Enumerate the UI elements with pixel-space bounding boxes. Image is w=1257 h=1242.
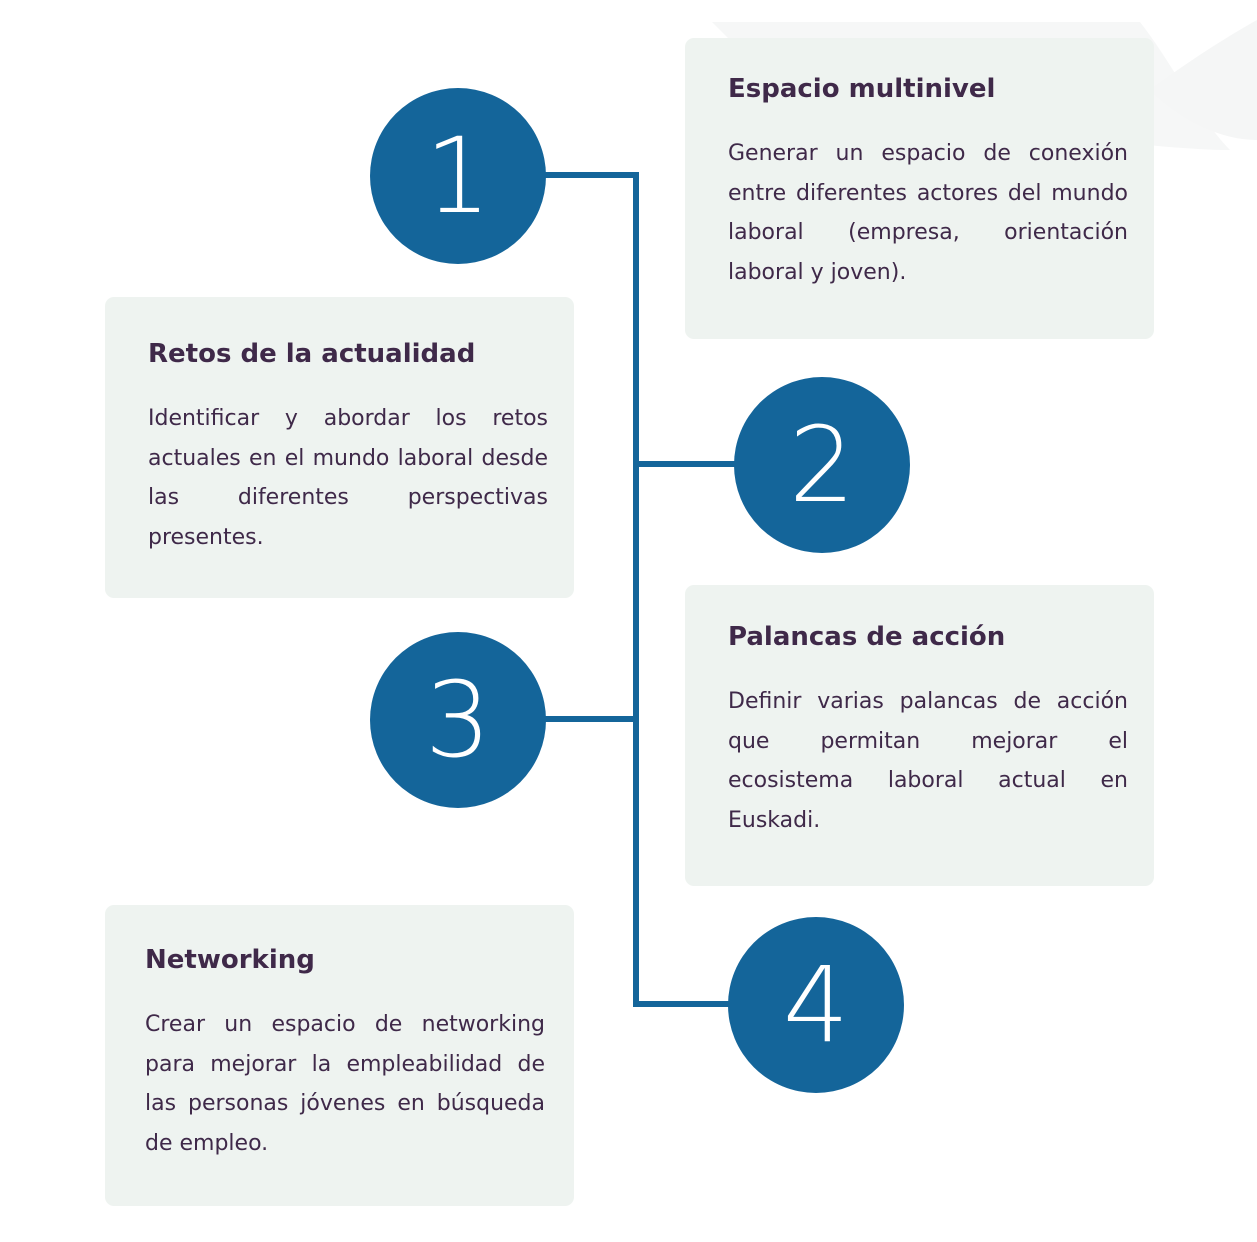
step-1-number-circle: 1 [370,88,546,264]
step-3-description: Definir varias palancas de acción que pe… [728,689,1128,834]
step-4-card: Networking Crear un espacio de networkin… [105,905,574,1206]
step-2-card: Retos de la actualidad Identificar y abo… [105,297,574,598]
connector-step-4 [633,1001,733,1007]
step-3-number-circle: 3 [370,632,546,808]
step-3-card: Palancas de acción Definir varias palanc… [685,585,1154,886]
timeline-spine [633,172,639,1007]
connector-step-2 [633,461,739,467]
step-4-description: Crear un espacio de networking para mejo… [145,1012,545,1157]
step-1-title: Espacio multinivel [728,74,996,104]
step-2-description: Identificar y abordar los retos actuales… [148,406,548,551]
step-4-title: Networking [145,945,315,975]
step-4-number-circle: 4 [728,917,904,1093]
step-1-card: Espacio multinivel Generar un espacio de… [685,38,1154,339]
step-2-title: Retos de la actualidad [148,339,476,369]
step-3-title: Palancas de acción [728,622,1006,652]
connector-step-1 [540,172,639,178]
step-2-number-circle: 2 [734,377,910,553]
connector-step-3 [540,716,639,722]
step-1-description: Generar un espacio de conexión entre dif… [728,141,1128,286]
